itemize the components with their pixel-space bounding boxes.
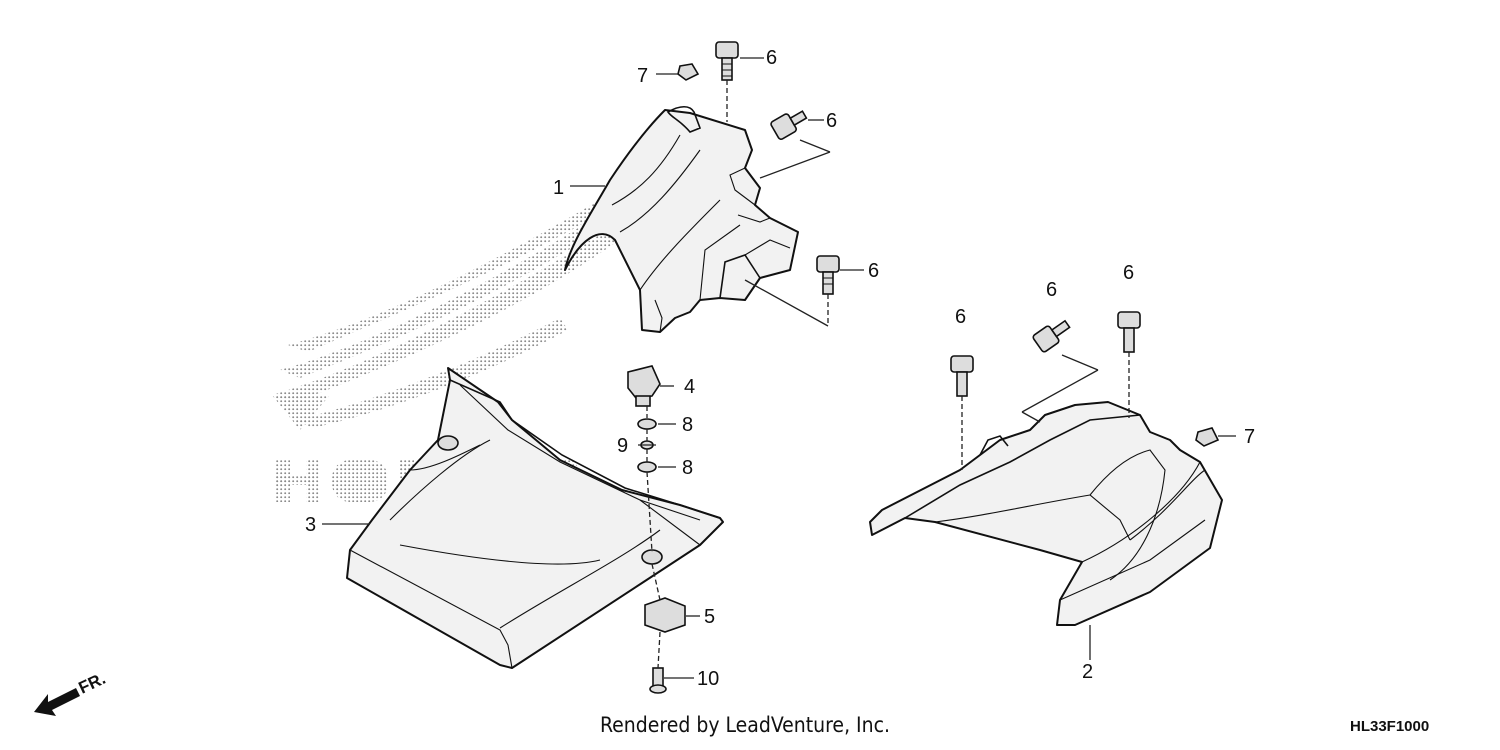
clip-7-right (1195, 427, 1220, 447)
callouts: 7 6 6 1 6 4 8 9 8 3 5 10 6 6 6 7 2 (305, 47, 1255, 690)
callout-6-top: 6 (766, 47, 777, 69)
diagram-code: HL33F1000 (1350, 718, 1429, 735)
callout-8-a: 8 (682, 414, 693, 436)
clip-7-top (677, 63, 700, 81)
leader-lines (322, 57, 1236, 679)
bolt-6-top (715, 41, 739, 81)
bolt-6-r2 (1032, 319, 1071, 353)
callout-5: 5 (704, 606, 715, 628)
callout-2: 2 (1082, 661, 1093, 683)
callout-6-r2: 6 (1046, 279, 1057, 301)
callout-4: 4 (684, 376, 695, 398)
bracket-5 (644, 597, 686, 633)
screw-10 (649, 667, 667, 694)
callout-10: 10 (697, 668, 719, 690)
credit-text: Rendered by LeadVenture, Inc. (600, 713, 890, 737)
callout-6-upper-right: 6 (826, 110, 837, 132)
bolt-6-r1 (950, 355, 974, 397)
bolt-6-r3 (1117, 311, 1141, 353)
callout-7-top: 7 (637, 65, 648, 87)
callout-6-mid: 6 (868, 260, 879, 282)
bolt-6-mid (816, 255, 840, 295)
washer-8-lower (637, 461, 657, 473)
callout-7-right: 7 (1244, 426, 1255, 448)
callout-6-r1: 6 (955, 306, 966, 328)
callout-8-b: 8 (682, 457, 693, 479)
washer-8-upper (637, 418, 657, 430)
hardware (627, 41, 1220, 694)
callout-1: 1 (553, 177, 564, 199)
part-2-side-cover (869, 401, 1223, 626)
part-3-front-cover (346, 367, 724, 669)
fr-label: FR. (76, 669, 109, 698)
callout-3: 3 (305, 514, 316, 536)
front-arrow-icon (34, 688, 80, 716)
part-1-upper-cover (564, 105, 799, 333)
callout-6-r3: 6 (1123, 262, 1134, 284)
front-direction-indicator: FR. (34, 669, 109, 716)
knob-4 (627, 365, 661, 407)
callout-9: 9 (617, 435, 628, 457)
bolt-6-angled (770, 110, 808, 140)
